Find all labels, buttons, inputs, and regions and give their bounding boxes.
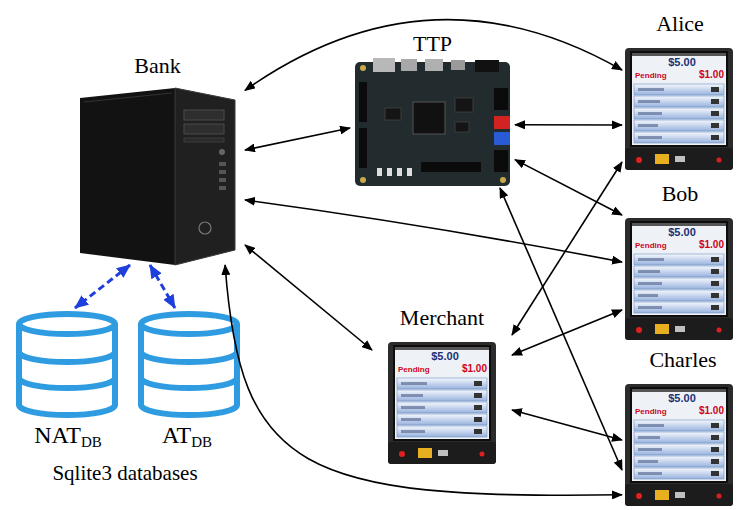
server-tower [80, 88, 235, 265]
database-label: NATDB [34, 422, 102, 453]
database-label: ATDB [162, 422, 212, 453]
database-cylinder [19, 314, 115, 415]
device-bob [625, 218, 733, 340]
pending-amount: $1.00 [699, 239, 724, 251]
connector-arrow [245, 245, 372, 350]
balance-amount: $5.00 [431, 350, 459, 363]
balance-amount: $5.00 [668, 56, 696, 69]
pending-amount: $1.00 [699, 69, 724, 81]
device-node: Bob $5.00Pending $1.00 [622, 180, 738, 340]
connector-arrow [245, 20, 622, 91]
caption-label: Sqlite3 databases [0, 460, 250, 486]
connector-arrow [500, 188, 622, 470]
node-title: Charles [649, 346, 716, 374]
device-alice [625, 48, 733, 170]
database-node: ATDB [132, 308, 242, 458]
node-title: Alice [656, 10, 704, 38]
connector-arrow [515, 124, 622, 126]
pending-label: Pending [635, 71, 667, 81]
connector-arrow [245, 200, 622, 262]
node-title: TTP [413, 30, 452, 58]
pending-label: Pending [398, 365, 430, 375]
connector-arrow [512, 162, 622, 335]
connector-arrow [245, 128, 350, 150]
device-node: Alice $5.00Pending $1.00 [622, 10, 738, 170]
database-cylinder [141, 314, 237, 415]
device-merchant [388, 342, 496, 464]
database-link [150, 265, 175, 308]
pending-amount: $1.00 [699, 405, 724, 417]
pending-amount: $1.00 [462, 363, 487, 375]
database-name: AT [162, 422, 191, 448]
database-name: NAT [34, 422, 81, 448]
node-title: Bob [662, 180, 699, 208]
database-node: NATDB [8, 308, 128, 458]
subscript-text: DB [81, 434, 102, 450]
connector-arrow [225, 265, 622, 495]
device-charles [625, 384, 733, 506]
balance-amount: $5.00 [668, 226, 696, 239]
subscript-text: DB [191, 434, 212, 450]
device-node: Charles $5.00Pending $1.00 [622, 346, 744, 506]
pending-label: Pending [635, 407, 667, 417]
node-title: Merchant [400, 304, 484, 332]
balance-amount: $5.00 [668, 392, 696, 405]
database-link [75, 265, 130, 308]
connector-arrow [512, 310, 622, 355]
device-node: Merchant $5.00Pending $1.00 [372, 304, 512, 464]
ttp-board-node: TTP [350, 30, 515, 188]
node-title: Bank [134, 52, 180, 80]
server-node: Bank [70, 52, 245, 265]
fpga-board [355, 58, 510, 186]
pending-label: Pending [635, 241, 667, 251]
connector-arrow [512, 410, 622, 440]
